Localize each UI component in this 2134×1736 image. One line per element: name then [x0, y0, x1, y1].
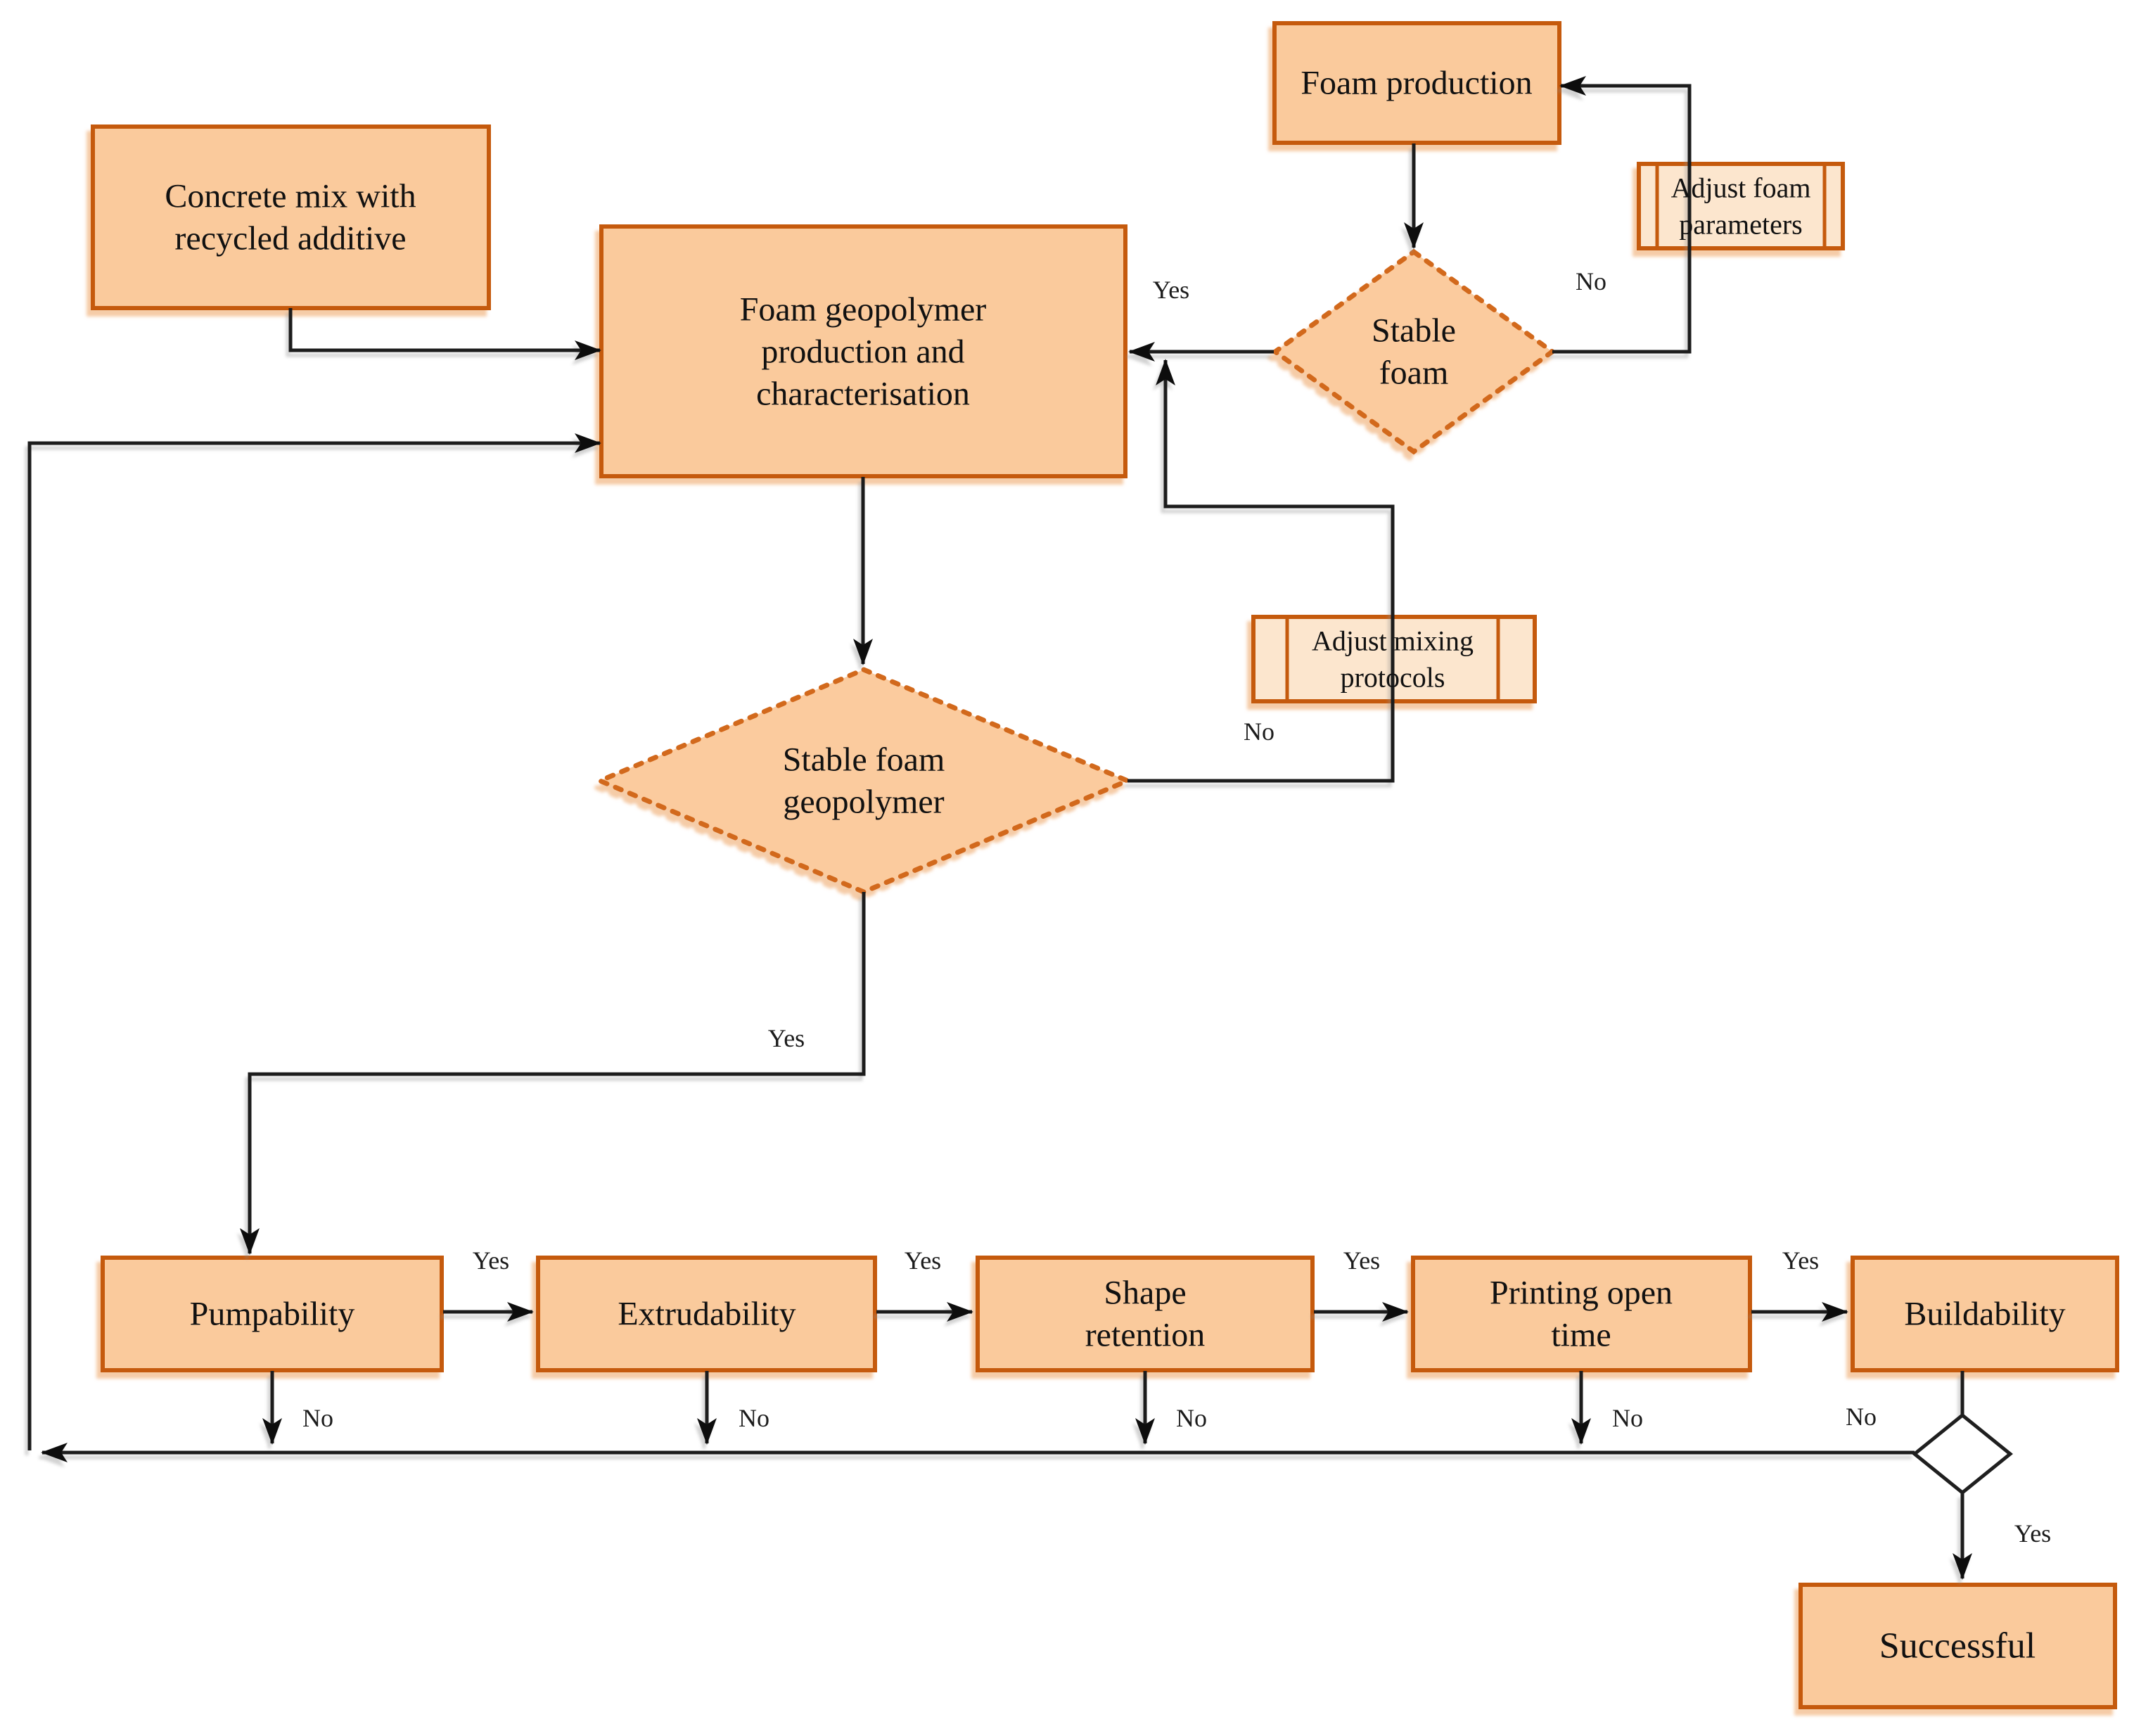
yes-label-extrudability: Yes: [905, 1246, 941, 1275]
node-buildability-box: [1851, 1256, 2119, 1372]
stable-foam-geopolymer-label-line2: geopolymer: [783, 784, 944, 821]
yes-label-pumpability: Yes: [473, 1246, 509, 1275]
edge-concrete-mix-to-foam-geopolymer: [288, 308, 601, 360]
edge-stable-foam-geopolymer-no-via-adjust-mixing: [1127, 359, 1395, 783]
yes-label-buildability: Yes: [2014, 1519, 2051, 1547]
node-extrudability-box: [536, 1256, 877, 1372]
printing-open-time-label-line2: time: [1551, 1317, 1611, 1354]
foam-production-label: Foam production: [1301, 65, 1532, 102]
no-label-shape-retention: No: [1176, 1404, 1207, 1432]
stable-foam-geopolymer-label-line1: Stable foam: [783, 741, 945, 779]
adjust-foam-parameters-label-line1: Adjust foam: [1671, 172, 1811, 204]
node-shape-retention-box: [976, 1256, 1315, 1372]
no-label-pumpability: No: [302, 1404, 333, 1432]
stable-foam-label-line2: foam: [1379, 355, 1449, 392]
yes-label-stable-foam: Yes: [1153, 276, 1189, 304]
node-buildability-decision-diamond: [1912, 1412, 2013, 1495]
adjust-foam-parameters-label-line2: parameters: [1679, 209, 1802, 241]
node-stable-foam-diamond: [1271, 248, 1557, 455]
successful-label: Successful: [1879, 1626, 2036, 1666]
node-foam-production-box: [1272, 21, 1561, 145]
concrete-mix-label-line2: recycled additive: [174, 220, 406, 257]
node-successful-box: [1798, 1583, 2117, 1709]
node-pumpability-box: [101, 1256, 444, 1372]
yes-label-stable-foam-geopolymer: Yes: [768, 1024, 805, 1052]
foam-geopolymer-label-line3: characterisation: [756, 376, 970, 413]
yes-label-printing-open-time: Yes: [1782, 1246, 1819, 1275]
edge-stable-foam-no-via-adjust-foam-parameters: [1552, 76, 1692, 354]
node-adjust-foam-parameters-box: [1637, 162, 1845, 250]
shape-retention-label-line1: Shape: [1104, 1275, 1186, 1312]
stable-foam-label-line1: Stable: [1372, 312, 1456, 350]
concrete-mix-label-line1: Concrete mix with: [165, 178, 416, 215]
edge-feedback-to-foam-geopolymer: [27, 433, 601, 1450]
foam-geopolymer-label-line2: production and: [761, 333, 964, 371]
shape-retention-label-line2: retention: [1085, 1317, 1206, 1354]
no-label-stable-foam-geopolymer: No: [1244, 717, 1274, 746]
buildability-label: Buildability: [1904, 1296, 2065, 1333]
node-concrete-mix-box: [91, 125, 491, 310]
edge-stable-foam-geopolymer-yes-to-pumpability: [240, 892, 866, 1255]
yes-label-shape-retention: Yes: [1343, 1246, 1380, 1275]
node-stable-foam-geopolymer-diamond: [593, 667, 1135, 895]
no-label-extrudability: No: [739, 1404, 769, 1432]
extrudability-label: Extrudability: [618, 1296, 796, 1333]
no-label-buildability: No: [1846, 1403, 1877, 1431]
foam-geopolymer-label-line1: Foam geopolymer: [740, 291, 987, 328]
printing-open-time-label-line1: Printing open: [1490, 1275, 1673, 1312]
adjust-mixing-protocols-label-line2: protocols: [1341, 662, 1445, 694]
adjust-mixing-protocols-label-line1: Adjust mixing: [1312, 625, 1474, 657]
node-printing-open-time-box: [1411, 1256, 1752, 1372]
node-foam-geopolymer-box: [599, 224, 1127, 478]
no-label-stable-foam: No: [1576, 267, 1606, 295]
no-label-printing-open-time: No: [1612, 1404, 1643, 1432]
pumpability-label: Pumpability: [190, 1296, 355, 1333]
